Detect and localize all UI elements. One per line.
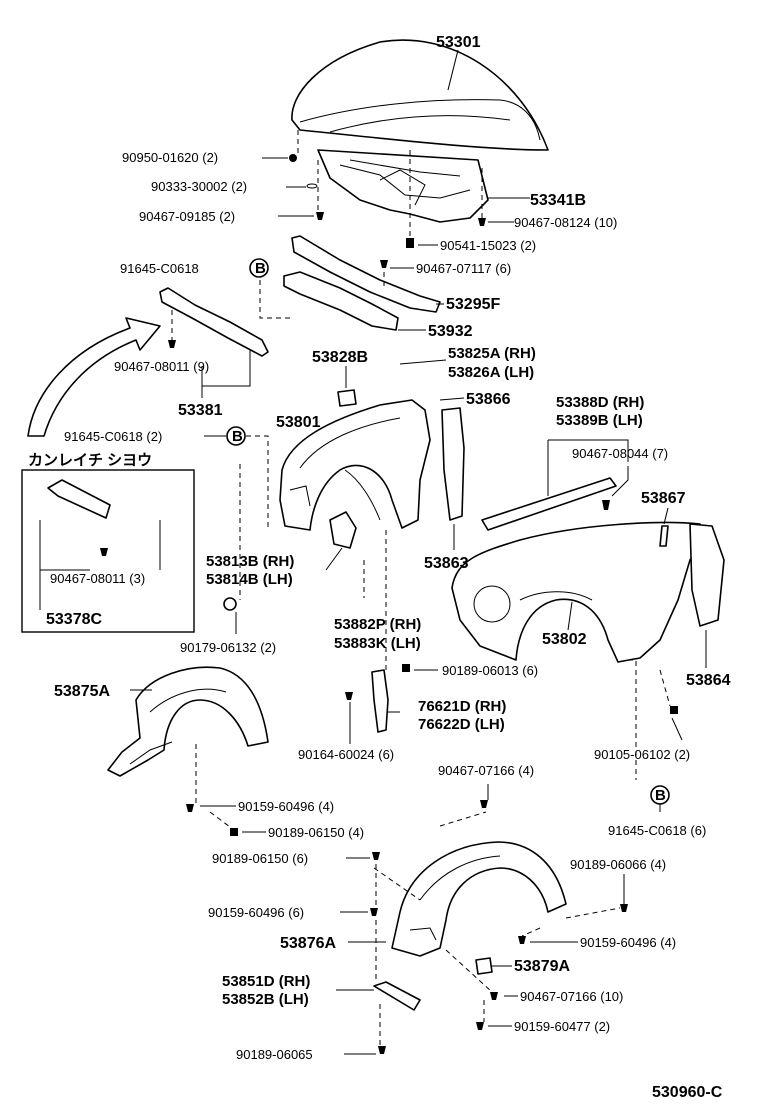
label-53876a: 53876A	[280, 935, 336, 952]
label-53378c: 53378C	[46, 611, 102, 628]
label-91645-c0618-top: 91645-C0618	[120, 261, 199, 276]
label-90467-09185: 90467-09185 (2)	[139, 209, 235, 224]
label-90467-08044: 90467-08044 (7)	[572, 446, 668, 461]
label-53867: 53867	[641, 490, 686, 507]
label-53341b: 53341B	[530, 192, 586, 209]
label-90179-06132: 90179-06132 (2)	[180, 640, 276, 655]
label-53932: 53932	[428, 323, 473, 340]
label-53813b-rh: 53813B (RH)	[206, 553, 294, 570]
label-90159-60477: 90159-60477 (2)	[514, 1019, 610, 1034]
part-53864-drawing	[689, 523, 725, 627]
part-53879a-drawing	[475, 957, 493, 975]
label-53389b-lh: 53389B (LH)	[556, 412, 643, 429]
part-53863-drawing	[441, 407, 465, 521]
label-53866: 53866	[466, 391, 511, 408]
label-91645-c0618-2: 91645-C0618 (2)	[64, 429, 162, 444]
label-53825a-rh: 53825A (RH)	[448, 345, 536, 362]
label-90189-06150-6: 90189-06150 (6)	[212, 851, 308, 866]
label-53828b: 53828B	[312, 349, 368, 366]
label-90159-60496-6: 90159-60496 (6)	[208, 905, 304, 920]
front-fender-drawing	[451, 521, 705, 663]
fastener-icons	[100, 154, 678, 1054]
label-53875a: 53875A	[54, 683, 110, 700]
label-90467-08011-9: 90467-08011 (9)	[114, 359, 209, 374]
label-90467-08011-3: 90467-08011 (3)	[50, 571, 145, 586]
marker-b-top: B	[255, 260, 266, 277]
moulding-drawing	[481, 477, 617, 531]
label-53801: 53801	[276, 414, 321, 431]
label-53814b-lh: 53814B (LH)	[206, 571, 293, 588]
marker-b-bottom: B	[655, 787, 666, 804]
label-90189-06065: 90189-06065	[236, 1047, 313, 1062]
label-90189-06150-4: 90189-06150 (4)	[268, 825, 364, 840]
label-53826a-lh: 53826A (LH)	[448, 364, 534, 381]
label-53883k-lh: 53883K (LH)	[334, 635, 421, 652]
label-90467-07166-4: 90467-07166 (4)	[438, 763, 534, 778]
dashed-lines	[171, 130, 671, 1046]
diagram-code: 530960-C	[652, 1084, 723, 1101]
label-90159-60496-4b: 90159-60496 (4)	[580, 935, 676, 950]
label-53879a: 53879A	[514, 958, 570, 975]
label-90950-01620: 90950-01620 (2)	[122, 150, 218, 165]
label-53388d-rh: 53388D (RH)	[556, 394, 644, 411]
bracket-53813b-drawing	[329, 511, 357, 549]
label-90189-06066: 90189-06066 (4)	[570, 857, 666, 872]
label-53381: 53381	[178, 402, 223, 419]
label-90164-60024: 90164-60024 (6)	[298, 747, 394, 762]
mud-guard-drawing	[371, 669, 389, 733]
label-76622d-lh: 76622D (LH)	[418, 716, 505, 733]
label-90189-06013: 90189-06013 (6)	[442, 663, 538, 678]
label-90467-07117: 90467-07117 (6)	[416, 261, 511, 276]
seal-53381-drawing	[159, 287, 269, 357]
label-90467-08124: 90467-08124 (10)	[514, 215, 617, 230]
hood-panel-drawing	[291, 39, 549, 151]
hood-insulator-drawing	[317, 149, 489, 223]
label-53864: 53864	[686, 672, 731, 689]
fender-liner-53876a-drawing	[391, 841, 567, 957]
fender-apron-drawing	[279, 399, 431, 531]
label-90159-60496-4a: 90159-60496 (4)	[238, 799, 334, 814]
label-90333-30002: 90333-30002 (2)	[151, 179, 247, 194]
label-53851d-rh: 53851D (RH)	[222, 973, 310, 990]
label-53295f: 53295F	[446, 296, 500, 313]
label-cold-area: カンレイチ シヨウ	[28, 452, 152, 469]
label-91645-c0618-6: 91645-C0618 (6)	[608, 823, 706, 838]
marker-b-mid: B	[232, 428, 243, 445]
bracket-53828b-drawing	[337, 389, 357, 407]
fender-liner-53875a-drawing	[107, 666, 269, 777]
curved-arrow	[27, 317, 161, 437]
bracket-53851d-drawing	[373, 981, 421, 1011]
label-90467-07166-10: 90467-07166 (10)	[520, 989, 623, 1004]
seal-53295f-drawing	[291, 235, 441, 313]
label-53882p-rh: 53882P (RH)	[334, 616, 421, 633]
label-53301: 53301	[436, 34, 481, 51]
label-53802: 53802	[542, 631, 587, 648]
part-53867-drawing	[659, 525, 669, 547]
inset-box	[21, 469, 195, 633]
label-90105-06102: 90105-06102 (2)	[594, 747, 690, 762]
panel-53932-drawing	[283, 271, 399, 331]
label-53852b-lh: 53852B (LH)	[222, 991, 309, 1008]
label-90541-15023: 90541-15023 (2)	[440, 238, 536, 253]
label-76621d-rh: 76621D (RH)	[418, 698, 506, 715]
label-53863: 53863	[424, 555, 469, 572]
b-marker-circles	[226, 258, 670, 805]
